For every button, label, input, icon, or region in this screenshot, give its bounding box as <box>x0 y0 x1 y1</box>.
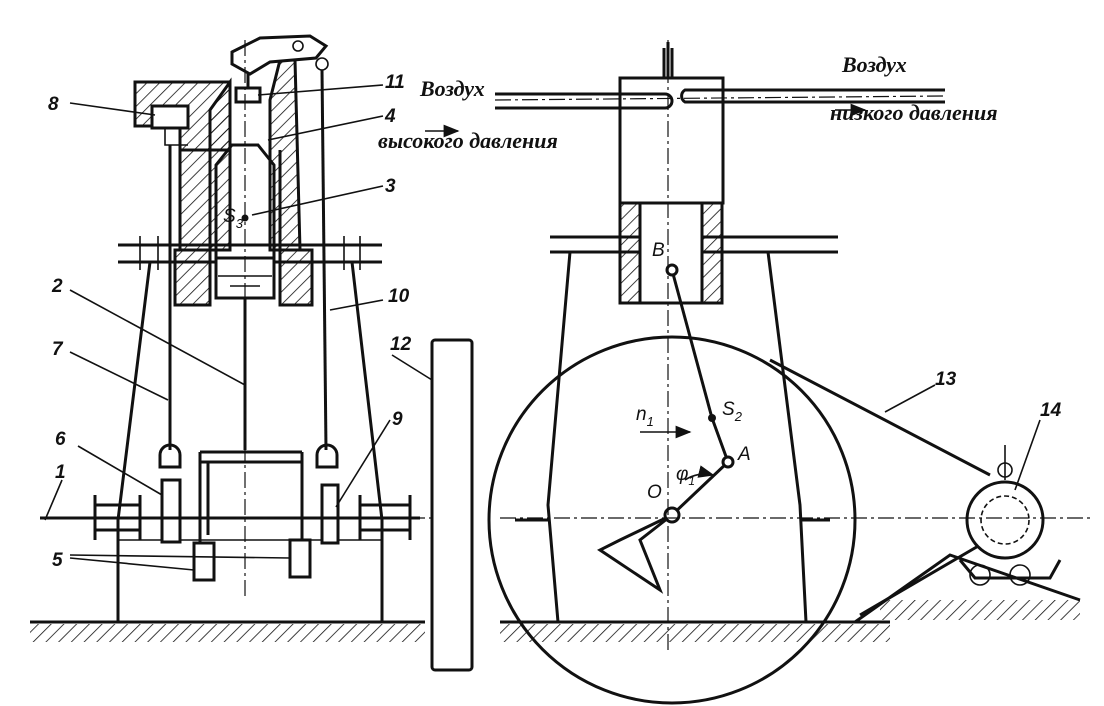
ground-right <box>500 553 1081 642</box>
air-pipes <box>425 88 945 138</box>
front-view: 8 11 4 3 2 10 7 12 9 6 1 5 S3 <box>30 34 474 672</box>
cylinder-left <box>173 58 314 307</box>
label-7: 7 <box>52 339 64 360</box>
symbol-o: O <box>647 482 662 503</box>
label-5: 5 <box>52 550 63 571</box>
eccentrics <box>158 443 340 582</box>
symbol-a: A <box>737 444 751 465</box>
flywheel <box>430 338 474 672</box>
crank-mechanism <box>597 263 735 594</box>
label-9: 9 <box>392 409 403 430</box>
belt <box>769 358 991 617</box>
crank-oa <box>670 460 730 517</box>
connecting-rod <box>670 269 714 419</box>
caption-air-low-2: низкого давления <box>830 100 998 125</box>
label-2: 2 <box>51 276 63 297</box>
leader-lines-left <box>44 84 433 571</box>
ground-left <box>30 620 425 642</box>
label-11: 11 <box>385 72 405 93</box>
symbol-n1: n1 <box>636 404 654 429</box>
symbol-s2: S2 <box>722 399 743 424</box>
label-13: 13 <box>935 369 957 390</box>
flywheel-side <box>487 335 857 705</box>
label-3: 3 <box>385 176 396 197</box>
label-8: 8 <box>48 94 59 115</box>
label-12: 12 <box>390 334 412 355</box>
caption-air-high-2: высокого давления <box>378 128 558 153</box>
symbol-s3: S3 <box>223 206 244 231</box>
motor <box>958 445 1062 586</box>
crank-housing-left <box>198 450 304 545</box>
joint-b <box>665 263 679 277</box>
joint-a <box>721 455 735 469</box>
symbol-phi1: φ1 <box>676 464 695 488</box>
side-view: 13 14 B S2 A O n1 φ1 <box>425 40 1090 705</box>
label-6: 6 <box>55 429 66 450</box>
caption-air-low-1: Воздух <box>841 52 907 77</box>
caption-air-high-1: Воздух <box>419 76 485 101</box>
label-4: 4 <box>384 106 396 127</box>
label-1: 1 <box>55 462 66 483</box>
pivot-o <box>663 506 681 524</box>
symbol-b: B <box>652 240 665 261</box>
label-14: 14 <box>1040 400 1062 421</box>
label-10: 10 <box>388 286 410 307</box>
mass-center-s2 <box>708 414 716 422</box>
